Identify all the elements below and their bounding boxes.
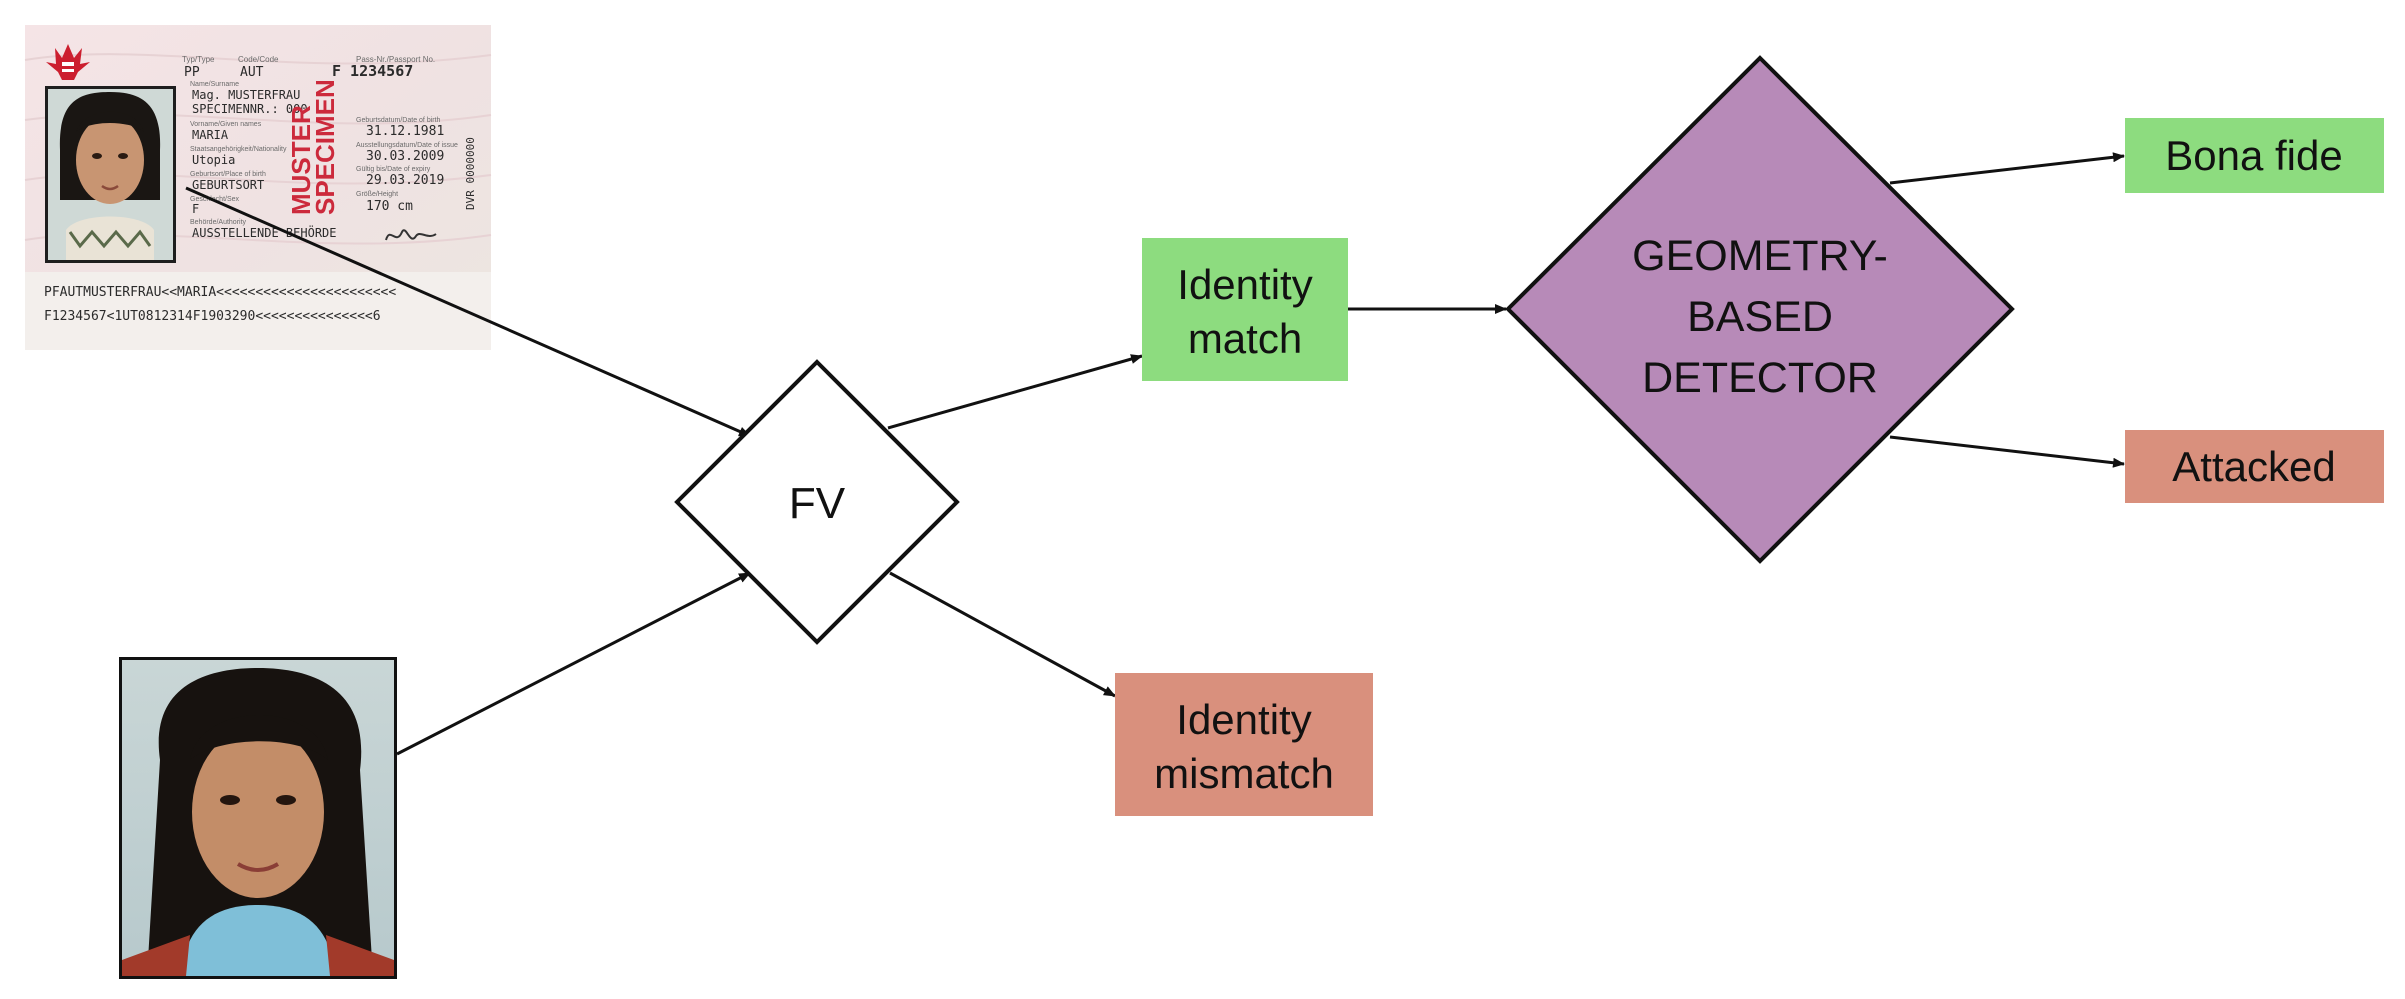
mrz-band xyxy=(25,272,491,350)
passport-place-of-birth: GEBURTSORT xyxy=(192,178,264,192)
fv-label: FV xyxy=(789,479,846,528)
passport-code-label: Code/Code xyxy=(238,55,279,64)
arrow-detector-to-attacked xyxy=(1889,435,2125,468)
bona-fide-box xyxy=(2125,118,2384,193)
arrow-passport-to-fv xyxy=(185,186,751,438)
passport-field-label: Gültig bis/Date of expiry xyxy=(356,166,431,173)
identity-match-line-1: Identity xyxy=(1177,261,1312,308)
detector-line-1: GEOMETRY- xyxy=(1632,232,1888,280)
identity-mismatch-line-1: Identity xyxy=(1176,696,1311,743)
austrian-eagle-icon xyxy=(46,44,90,80)
detector-diamond xyxy=(1505,55,2015,564)
passport-issue-date: 30.03.2009 xyxy=(366,149,444,164)
passport-field-label: Größe/Height xyxy=(356,191,398,198)
arrow-fv-to-identity-mismatch xyxy=(889,571,1116,698)
passport-given-name: MARIA xyxy=(192,128,229,142)
passport-number: F 1234567 xyxy=(332,62,413,80)
passport-document: Typ/Type PP Code/Code AUT Pass-Nr./Passp… xyxy=(24,25,492,350)
attacked-node: Attacked xyxy=(2125,430,2384,503)
passport-type-label: Typ/Type xyxy=(182,55,215,64)
passport-field-label: Geburtsdatum/Date of birth xyxy=(356,117,441,124)
fv-diamond xyxy=(674,359,960,645)
specimen-stamp: MUSTER SPECIMEN xyxy=(286,79,340,215)
arrow-photo-to-fv xyxy=(396,571,751,756)
passport-number-label: Pass-Nr./Passport No. xyxy=(356,55,435,64)
identity-match-node: Identity match xyxy=(1142,238,1348,381)
geometry-detector-node: GEOMETRY- BASED DETECTOR xyxy=(1505,55,2015,564)
mrz-line-2: F1234567<1UT0812314F1903290<<<<<<<<<<<<<… xyxy=(44,309,381,324)
passport-authority: AUSSTELLENDE BEHÖRDE xyxy=(192,224,337,240)
attacked-label: Attacked xyxy=(2172,443,2335,490)
passport-dob: 31.12.1981 xyxy=(366,124,444,139)
fv-decision-node: FV xyxy=(674,359,960,645)
arrow-fv-to-identity-match xyxy=(887,354,1143,430)
passport-type: PP xyxy=(184,65,200,80)
identity-mismatch-box xyxy=(1115,673,1373,816)
identity-match-box xyxy=(1142,238,1348,381)
svg-text:DVR 0000000: DVR 0000000 xyxy=(464,137,477,210)
mrz-line-1: PFAUTMUSTERFRAU<<MARIA<<<<<<<<<<<<<<<<<<… xyxy=(44,285,396,300)
passport-field-label: Behörde/Authority xyxy=(190,219,247,226)
bona-fide-node: Bona fide xyxy=(2125,118,2384,193)
passport-height: 170 cm xyxy=(366,199,413,214)
passport-specimen-nr: SPECIMENNR.: 000 xyxy=(192,102,308,116)
identity-match-line-2: match xyxy=(1188,315,1302,362)
passport-field-label: Ausstellungsdatum/Date of issue xyxy=(356,142,458,149)
passport-portrait-icon xyxy=(45,86,176,263)
identity-mismatch-node: Identity mismatch xyxy=(1115,673,1373,816)
passport-expiry-date: 29.03.2019 xyxy=(366,173,444,188)
passport-vertical-code: DVR 0000000 xyxy=(464,137,477,210)
passport-surname: Mag. MUSTERFRAU xyxy=(192,88,300,102)
detector-line-3: DETECTOR xyxy=(1642,354,1878,402)
passport-nationality: Utopia xyxy=(192,153,235,167)
passport-field-label: Name/Surname xyxy=(190,81,239,88)
passport-field-label: Staatsangehörigkeit/Nationality xyxy=(190,146,287,153)
passport-sex: F xyxy=(192,202,199,216)
stamp-line-2: SPECIMEN xyxy=(310,79,340,215)
passport-guilloche xyxy=(24,53,492,245)
arrow-detector-to-bona-fide xyxy=(1889,152,2125,185)
passport-code: AUT xyxy=(240,65,264,80)
attacked-box xyxy=(2125,430,2384,503)
stamp-line-1: MUSTER xyxy=(286,105,316,215)
passport-signature xyxy=(385,229,437,241)
passport-field-label: Geburtsort/Place of birth xyxy=(190,171,266,178)
detector-line-2: BASED xyxy=(1687,293,1833,341)
passport-field-label: Vorname/Given names xyxy=(190,121,262,128)
identity-mismatch-line-2: mismatch xyxy=(1154,750,1334,797)
bona-fide-label: Bona fide xyxy=(2165,132,2342,179)
face-photo-icon xyxy=(119,657,397,979)
